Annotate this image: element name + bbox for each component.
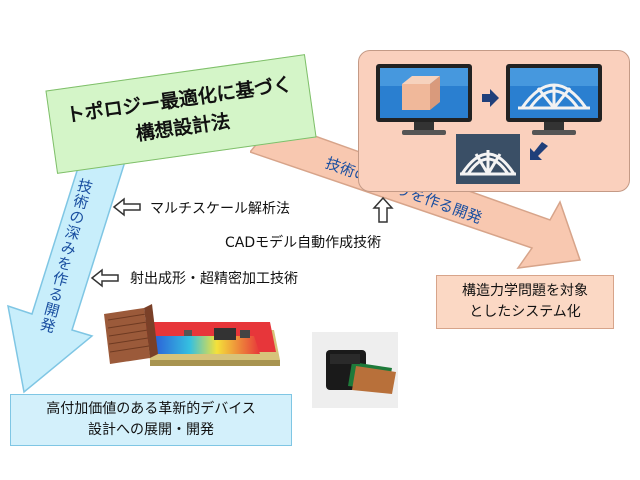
device-box-line2: 設計への展開・開発	[88, 422, 214, 438]
injection-label: 射出成形・超精密加工技術	[130, 271, 298, 287]
cube-icon	[402, 76, 440, 110]
circuit-board-image	[104, 304, 280, 366]
hollow-arrow-icon	[112, 197, 141, 217]
monitor-icon	[506, 64, 602, 135]
device-box: 高付加価値のある革新的デバイス 設計への展開・開発	[10, 394, 292, 446]
arrow-down-left-icon	[530, 142, 548, 160]
multiscale-label: マルチスケール解析法	[150, 201, 290, 217]
system-box: 構造力学問題を対象 としたシステム化	[436, 275, 614, 329]
arch-structure-icon	[518, 83, 590, 110]
cad-label: CADモデル自動作成技術	[225, 235, 382, 251]
system-box-line2: としたシステム化	[469, 304, 581, 320]
depth-arrow	[7, 135, 129, 394]
arrow-right-icon	[482, 89, 499, 107]
device-box-line1: 高付加価値のある革新的デバイス	[46, 401, 256, 417]
monitor-icon	[376, 64, 472, 135]
device-module-image	[312, 332, 398, 408]
arch-structure-icon	[456, 134, 520, 184]
system-box-line1: 構造力学問題を対象	[462, 283, 588, 299]
hollow-arrow-icon	[90, 268, 119, 288]
hollow-arrow-icon	[372, 196, 394, 223]
